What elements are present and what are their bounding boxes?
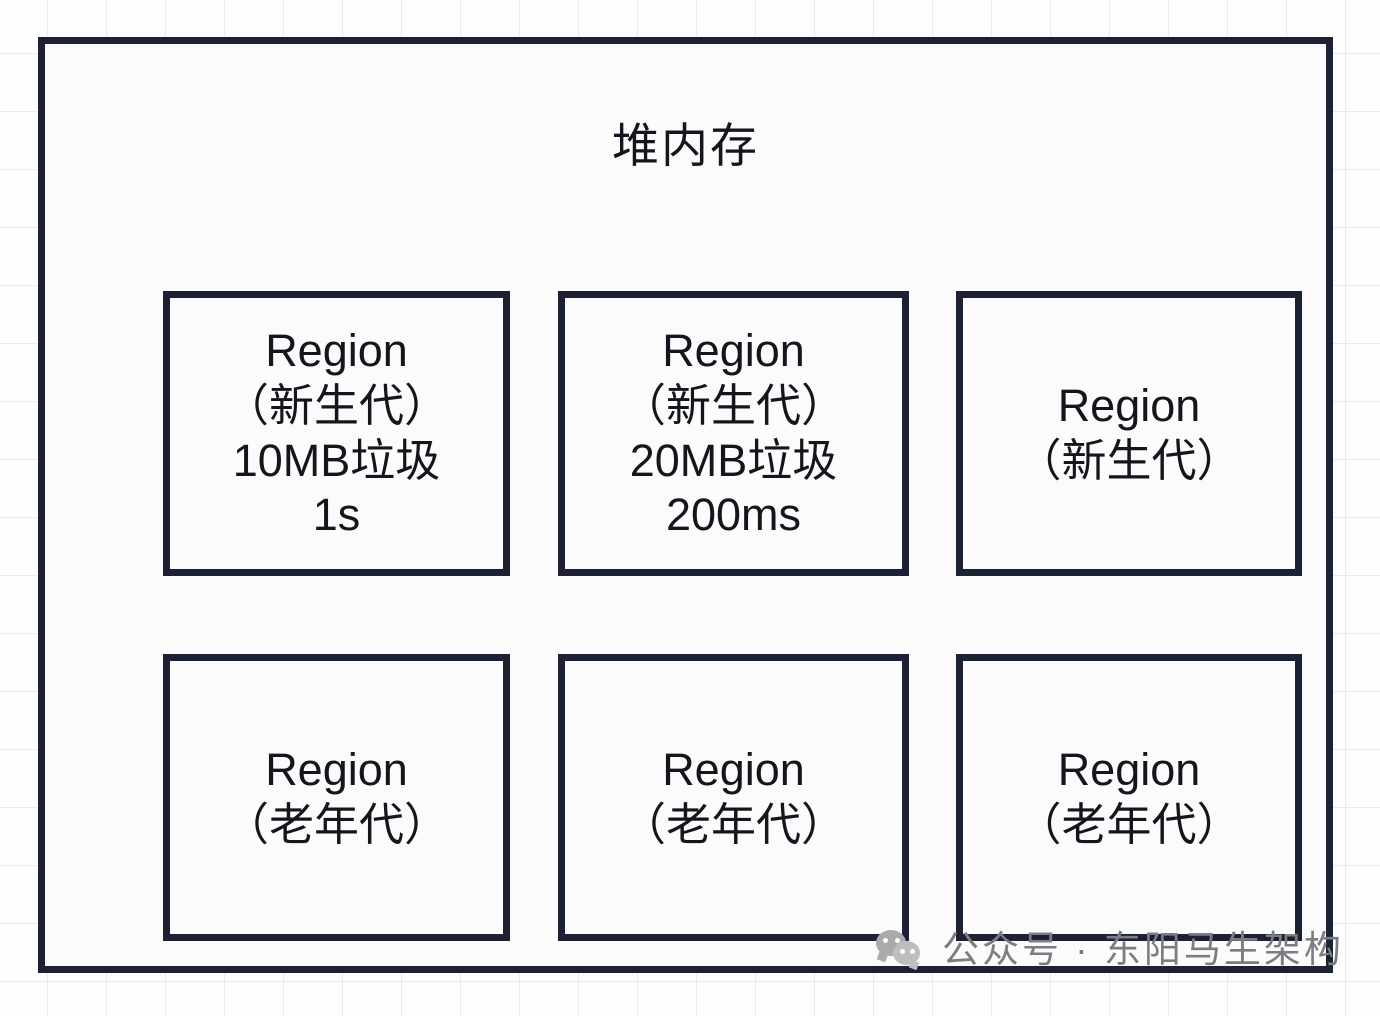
region-box-young-1: Region （新生代） 10MB垃圾 1s <box>163 291 510 576</box>
region-line-name: Region <box>662 743 805 795</box>
heap-title: 堆内存 <box>612 119 759 172</box>
region-line-garbage: 10MB垃圾 <box>232 434 441 486</box>
region-line-generation: （老年代） <box>620 798 846 850</box>
heap-memory-container: 堆内存 Region （新生代） 10MB垃圾 1s Region （新生代） … <box>38 37 1333 973</box>
region-line-generation: （老年代） <box>1016 798 1242 850</box>
region-line-duration: 1s <box>312 489 361 541</box>
region-line-name: Region <box>265 324 408 376</box>
region-box-old-1: Region （老年代） <box>163 654 510 941</box>
region-line-duration: 200ms <box>665 489 802 541</box>
region-line-name: Region <box>1057 743 1201 795</box>
region-line-name: Region <box>265 743 408 795</box>
region-line-generation: （新生代） <box>620 379 846 431</box>
region-line-name: Region <box>1057 379 1201 431</box>
region-box-old-3: Region （老年代） <box>956 654 1302 941</box>
region-line-garbage: 20MB垃圾 <box>629 434 838 486</box>
region-line-generation: （老年代） <box>223 798 449 850</box>
region-box-young-3: Region （新生代） <box>956 291 1302 576</box>
region-line-generation: （新生代） <box>223 379 449 431</box>
region-box-young-2: Region （新生代） 20MB垃圾 200ms <box>558 291 909 576</box>
region-line-generation: （新生代） <box>1016 434 1242 486</box>
region-box-old-2: Region （老年代） <box>558 654 909 941</box>
region-line-name: Region <box>662 324 805 376</box>
